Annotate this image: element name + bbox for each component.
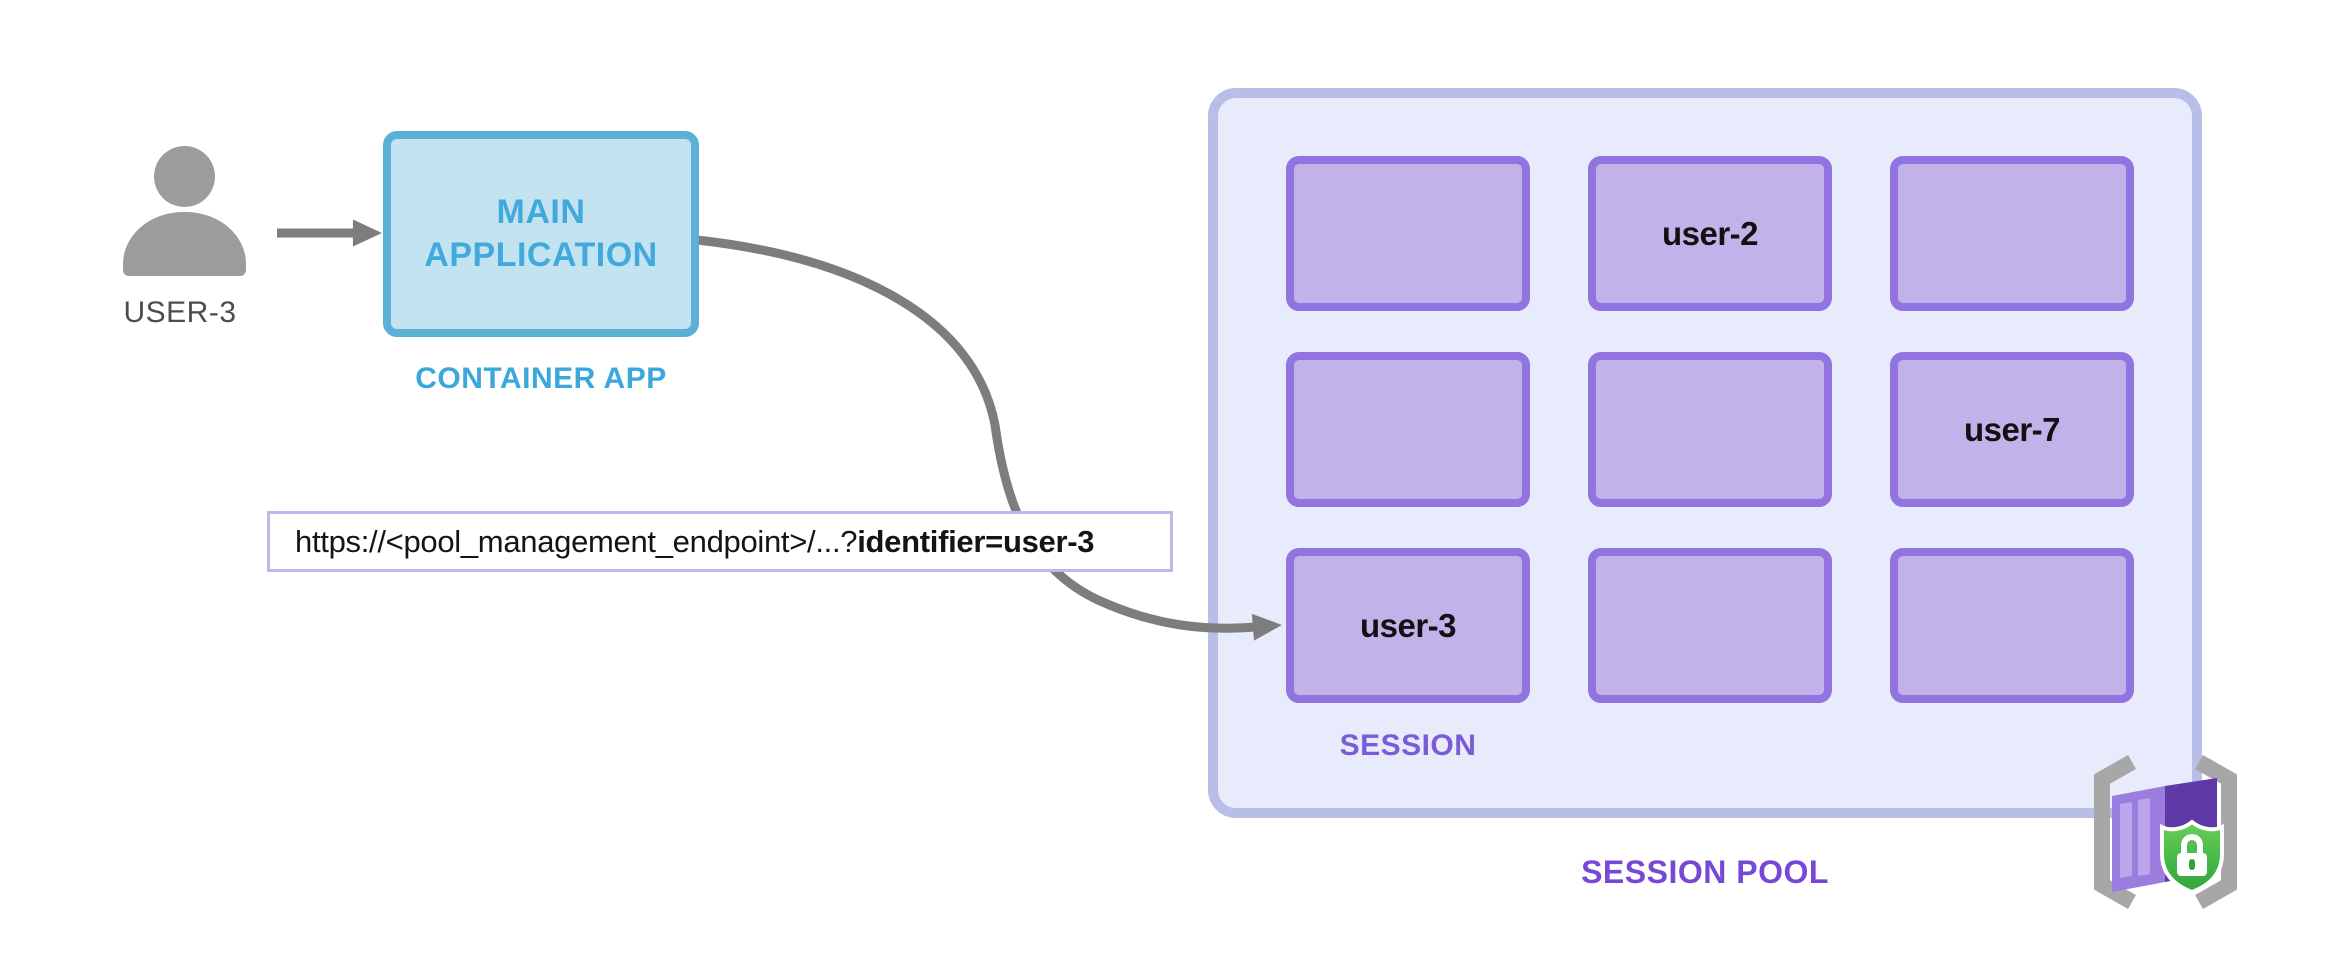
request-url-plain: https://<pool_management_endpoint>/...? [295,523,858,559]
lock-keyhole [2189,859,2195,870]
container-app-caption: CONTAINER APP [415,362,667,395]
right-bracket-shape [2195,755,2237,909]
session-box [1286,352,1530,507]
session-box-user-2: user-2 [1588,156,1832,311]
session-box [1588,548,1832,703]
session-box-user-7: user-7 [1890,352,2134,507]
session-box-label: user-7 [1963,410,2061,448]
session-box-user-3: user-3 [1286,548,1530,703]
container-apps-sessions-icon [2094,755,2237,909]
container-panel [2138,798,2150,876]
session-caption: SESSION [1339,729,1477,762]
main-application-box: MAIN APPLICATION [383,131,699,337]
main-application-label: MAIN APPLICATION [424,193,658,274]
user-label: USER-3 [123,296,237,329]
session-box [1588,352,1832,507]
session-grid: user-2 user-7 user-3 [1286,156,2192,703]
session-pool-caption: SESSION POOL [1581,854,1829,890]
session-box [1890,156,2134,311]
person-head-shape [154,146,215,207]
lock-shackle [2181,834,2203,853]
request-url-box: https://<pool_management_endpoint>/...?i… [267,511,1173,572]
person-body-shape [123,212,246,276]
session-box-label: user-3 [1359,606,1457,644]
container-panel [2120,802,2132,878]
session-box [1286,156,1530,311]
session-box-label: user-2 [1661,214,1759,252]
session-box [1890,548,2134,703]
request-url-identifier: identifier=user-3 [857,523,1095,559]
session-pool: user-2 user-7 user-3 SESSION [1208,88,2202,818]
left-bracket-shape [2094,755,2136,909]
